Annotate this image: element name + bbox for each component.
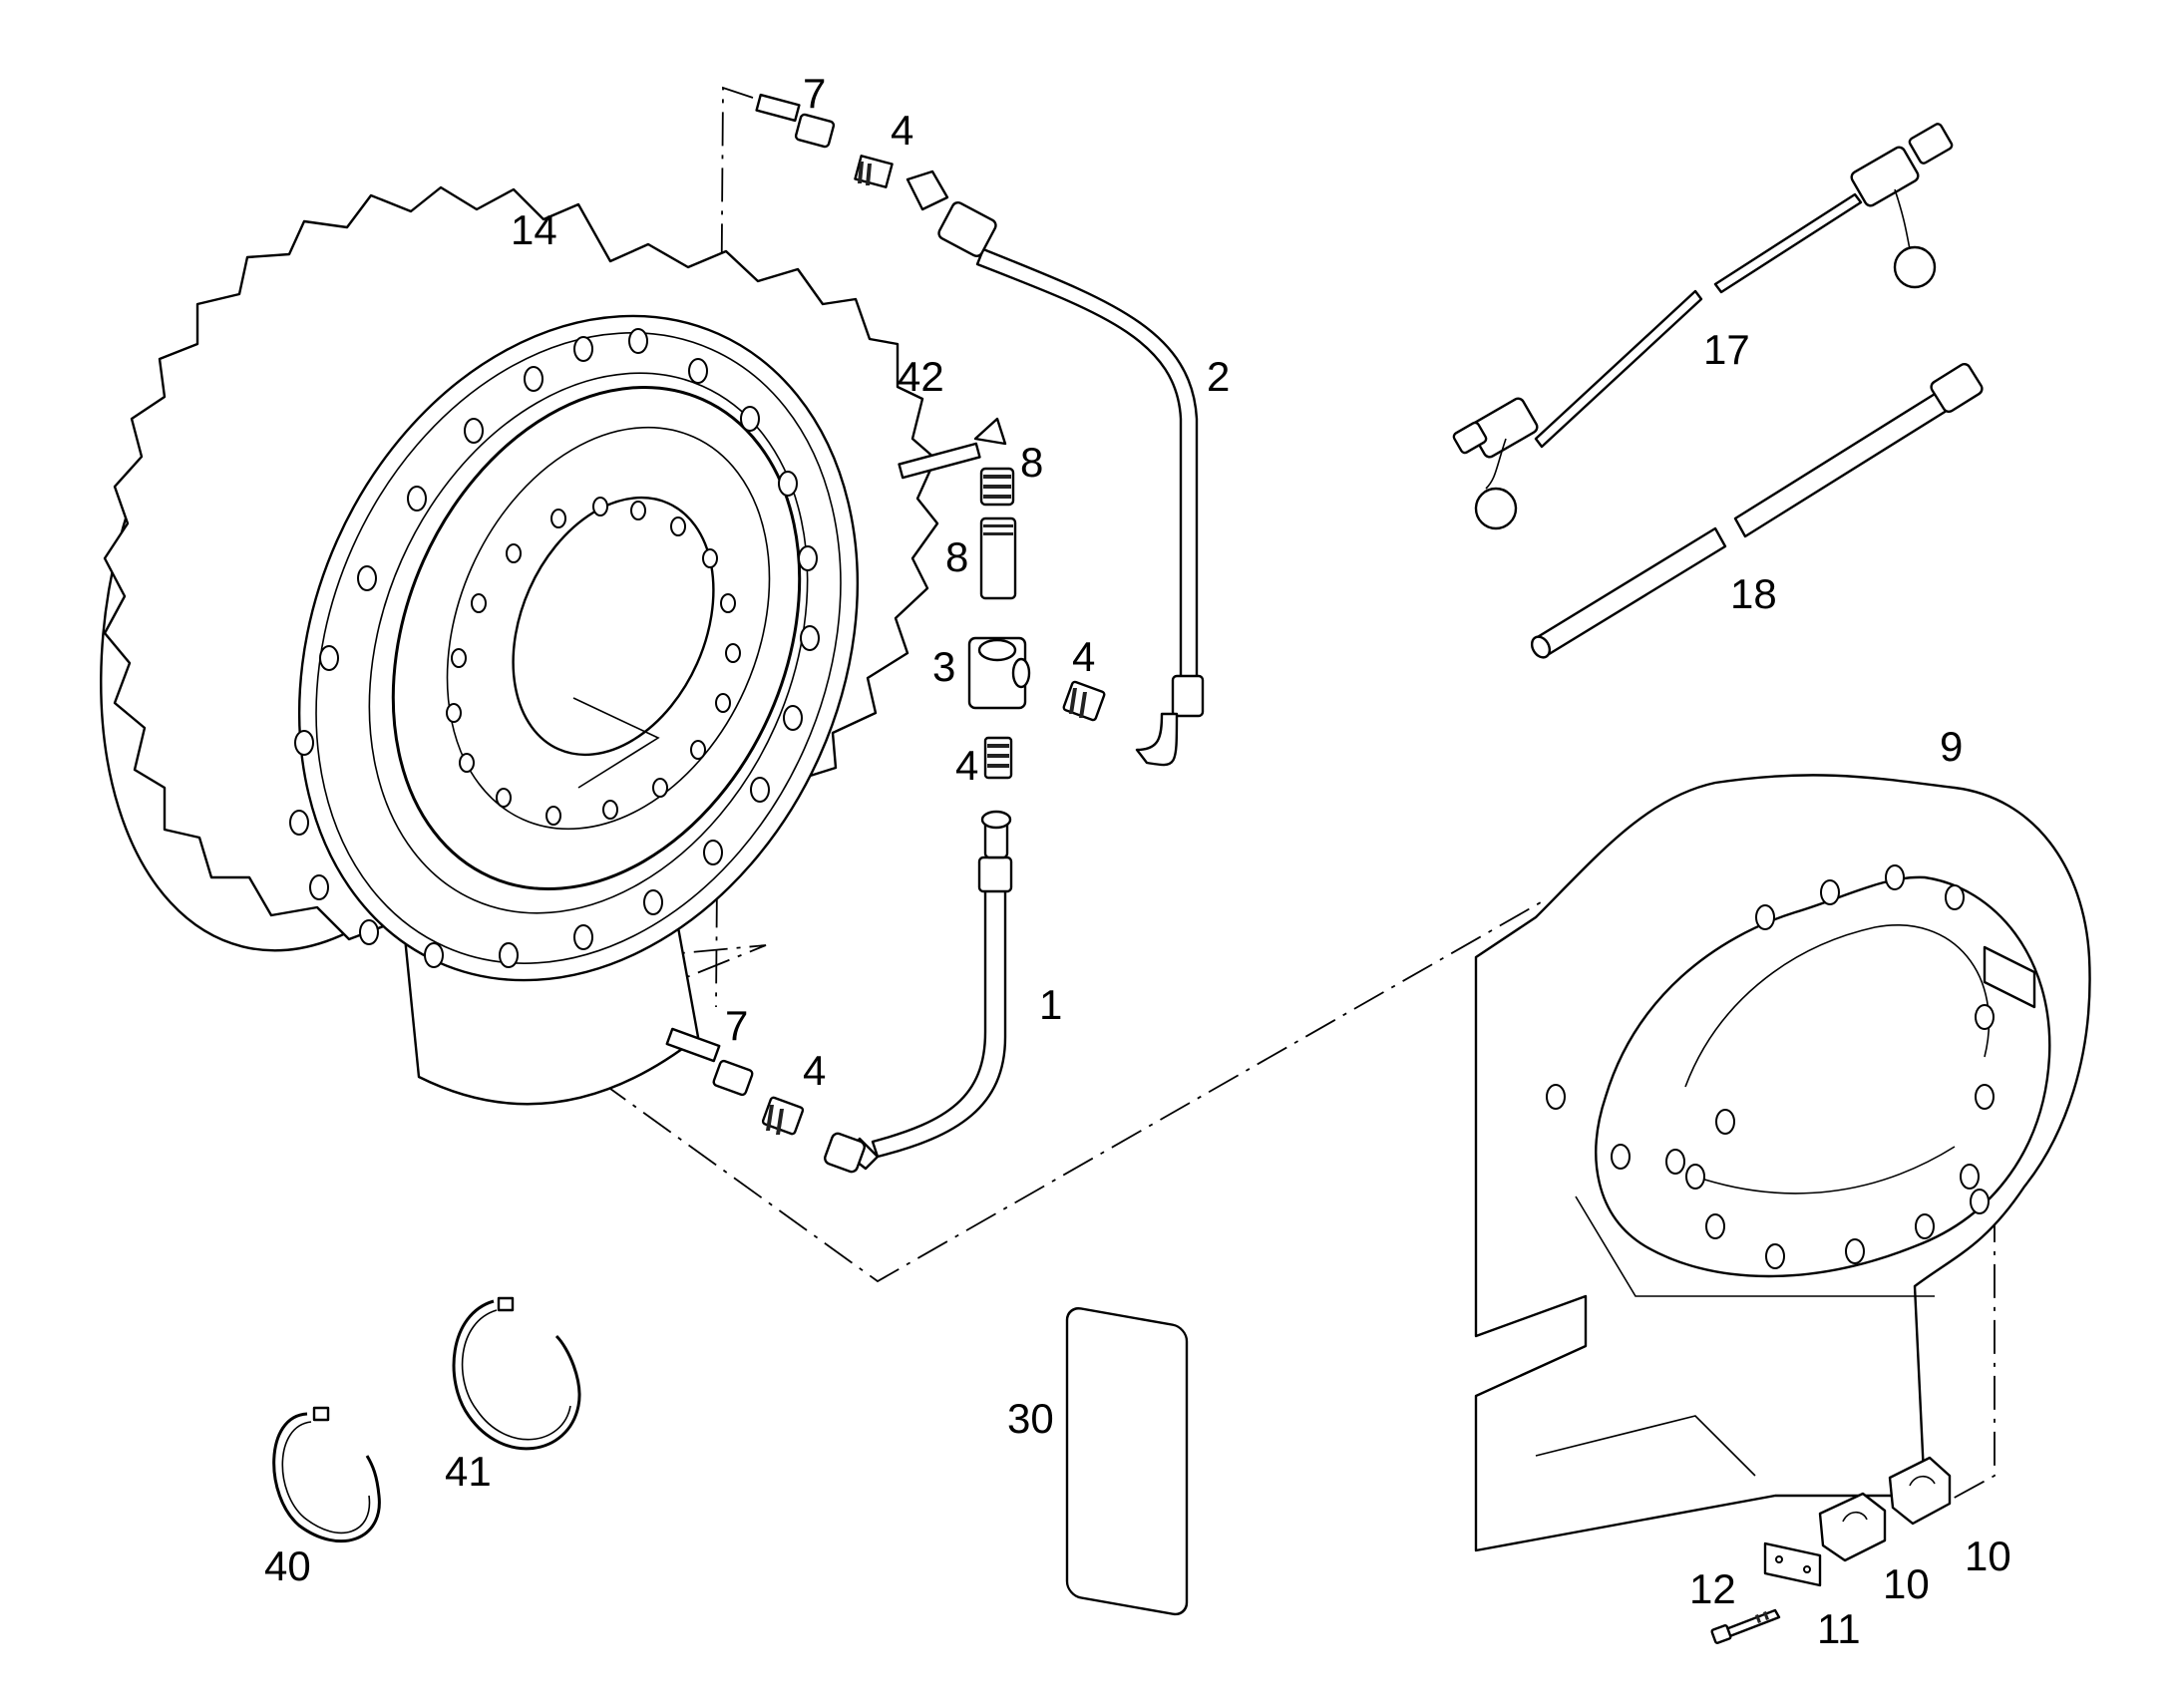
callout-7-top: 7 (803, 70, 826, 117)
callout-12: 12 (1689, 1565, 1736, 1612)
tube-18 (1530, 362, 1984, 659)
callout-8-lower: 8 (945, 533, 968, 580)
fitting-4-mid-right (1062, 680, 1106, 722)
callout-1: 1 (1039, 981, 1062, 1028)
housing-9 (1474, 774, 2091, 1552)
fitting-8-lower (979, 516, 1017, 600)
callout-9: 9 (1940, 723, 1963, 770)
fitting-8-upper (979, 467, 1015, 507)
bolt-12 (1710, 1608, 1781, 1644)
housing-opening (1595, 875, 2051, 1278)
hose-1 (824, 810, 1013, 1174)
housing-bracket (1983, 945, 2036, 1009)
test-hose-17 (1452, 123, 1954, 530)
callout-8-upper: 8 (1020, 439, 1043, 486)
callout-40: 40 (264, 1542, 311, 1589)
housing-holes (1546, 864, 1995, 1269)
callout-30: 30 (1007, 1395, 1054, 1442)
callout-7-bottom: 7 (725, 1002, 748, 1049)
clamp-10-lower (1818, 1492, 1887, 1562)
callout-11: 11 (1817, 1605, 1861, 1652)
outer-bolt-holes (289, 328, 820, 968)
callout-14: 14 (511, 206, 557, 253)
callout-4-bottom: 4 (803, 1047, 826, 1094)
snap-ring-40 (272, 1406, 381, 1543)
fitting-7-bottom (665, 1027, 754, 1097)
hub-bore (512, 496, 715, 757)
callout-18: 18 (1730, 570, 1777, 617)
callout-4-right: 4 (1072, 633, 1095, 680)
clamp-10-upper (1888, 1456, 1952, 1526)
callout-10-right: 10 (1965, 1533, 2011, 1579)
fitting-42-temp-sensor (898, 417, 1007, 480)
callout-2: 2 (1207, 353, 1230, 400)
inner-bolt-holes (446, 497, 741, 826)
callout-41: 41 (445, 1448, 492, 1495)
callout-4-mid: 4 (955, 742, 978, 789)
sprocket-drum-assembly (100, 185, 939, 1106)
callout-labels: 1 2 3 4 4 4 4 7 7 8 8 9 10 10 11 12 14 1… (264, 70, 2011, 1652)
callout-10-left: 10 (1883, 1560, 1930, 1607)
snap-ring-41 (452, 1296, 581, 1451)
fitting-4-mid (983, 736, 1013, 780)
hose-2 (906, 170, 1205, 767)
fitting-7-top (755, 93, 836, 149)
fitting-4-top (854, 155, 894, 188)
plate-11 (1763, 1541, 1822, 1587)
callout-42: 42 (898, 353, 944, 400)
callout-4-top: 4 (891, 107, 913, 154)
callout-17: 17 (1703, 326, 1750, 373)
decal-30 (1065, 1307, 1189, 1616)
fitting-3-tee (967, 636, 1031, 710)
fitting-4-bottom (761, 1096, 805, 1136)
callout-3: 3 (932, 643, 955, 690)
